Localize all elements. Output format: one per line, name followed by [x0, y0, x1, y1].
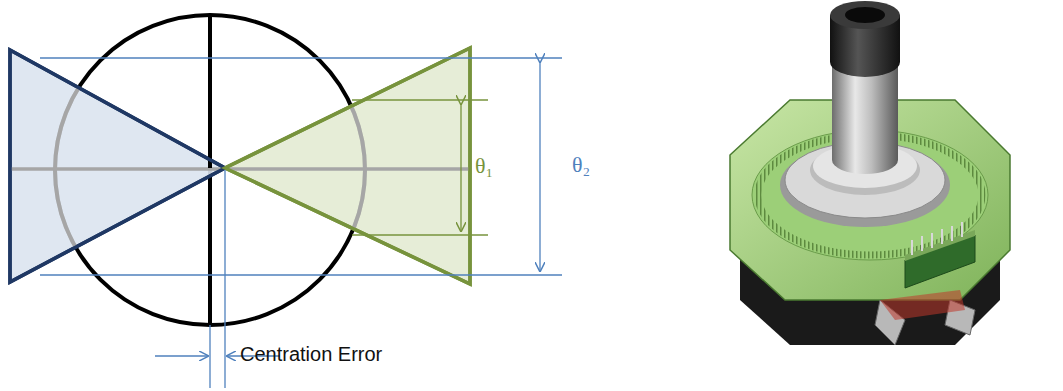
dimension-label: Centration Error [240, 343, 382, 365]
encoder-picture [730, 1, 1010, 345]
angle-label: θ₂ [572, 153, 590, 177]
angle-label: θ₁ [475, 154, 493, 178]
